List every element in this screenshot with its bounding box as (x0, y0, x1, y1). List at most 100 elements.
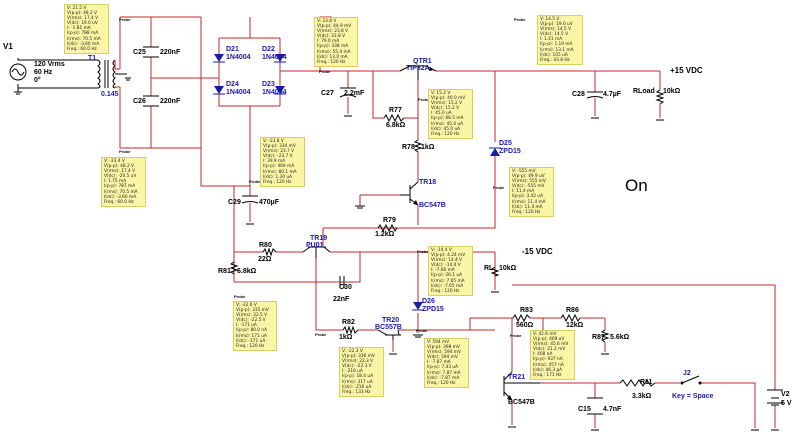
ac-source-v1 (9, 58, 98, 95)
svg-text:1.2kΩ: 1.2kΩ (375, 231, 395, 238)
probe-line: V(p-p): 48.2 V (104, 164, 134, 170)
svg-text:Probe: Probe (417, 249, 429, 254)
probe-line: Freq.: 120 Hz (431, 288, 460, 294)
probe-line: I(rms): 13.1 mA (540, 47, 574, 53)
svg-text:470µF: 470µF (259, 199, 280, 206)
bridge-diodes (213, 54, 286, 95)
svg-text:R78: R78 (402, 144, 415, 151)
rail-negative: -15 VDC (522, 247, 553, 256)
probe-line: V(dc): 14.5 V (540, 32, 569, 38)
resistor-r78 (413, 139, 423, 153)
probe-line: V: 21.5 V (67, 6, 87, 11)
svg-text:D22: D22 (262, 46, 275, 53)
svg-text:RL: RL (484, 265, 494, 272)
svg-text:D23: D23 (262, 81, 275, 88)
resistor-rload (655, 89, 665, 121)
probe-line: I(rms): 45.0 uA (431, 121, 464, 127)
capacitor-c26 (143, 95, 159, 107)
svg-text:1kΩ: 1kΩ (421, 144, 435, 151)
transformer-t1 (97, 59, 131, 89)
svg-text:C27: C27 (321, 90, 334, 97)
probe-line: I(p-p): 7.43 uA (427, 365, 459, 371)
probe-line: V(dc): 594 mV (427, 355, 458, 361)
svg-text:Probe: Probe (315, 332, 327, 337)
svg-text:22nF: 22nF (333, 296, 350, 303)
probe-line: I(p-p): 469 mA (263, 164, 295, 170)
probe-line: I(p-p): 68.5 mA (431, 116, 464, 122)
svg-text:Probe: Probe (416, 328, 428, 333)
probe-line: I: 39.9 mA (263, 159, 286, 165)
svg-text:Probe: Probe (234, 294, 246, 299)
svg-text:C30: C30 (339, 284, 352, 291)
svg-text:J2: J2 (683, 370, 691, 377)
svg-text:C29: C29 (228, 199, 241, 206)
svg-text:R87: R87 (592, 334, 605, 341)
probe-line: I(dc): -3.60 mA (104, 194, 137, 200)
probe-line: V: -22.6 V (236, 303, 257, 308)
probe-line: Freq.: 43.8 Hz (540, 57, 570, 63)
svg-text:TR20: TR20 (382, 317, 399, 324)
probe-line: I(p-p): 338 mA (317, 44, 349, 50)
svg-text:D24: D24 (226, 81, 239, 88)
probe-line: V(dc): 19.0 uV (67, 21, 98, 27)
probe-line: Freq.: 120 Hz (431, 131, 460, 137)
svg-text:QTR1: QTR1 (413, 58, 432, 65)
transistor-tr21 (503, 371, 540, 428)
probe-tags: Probe Probe Probe Probe Probe Probe Prob… (119, 17, 526, 338)
probe-line: V(dc): 21.2 mV (533, 347, 566, 353)
zener-d25 (489, 147, 501, 156)
svg-text:22Ω: 22Ω (258, 256, 272, 263)
probe-line: I(dc): 46.3 pA (533, 367, 563, 373)
svg-text:3.3kΩ: 3.3kΩ (632, 393, 652, 400)
svg-text:6.8kΩ: 6.8kΩ (237, 268, 257, 275)
capacitor-c29 (241, 195, 259, 225)
switch-j2[interactable] (680, 375, 702, 385)
probe-line: I(dc): 11.4 mA (512, 204, 543, 210)
resistor-r87 (600, 329, 610, 355)
probe-line: V(rms): 594 mV (427, 350, 461, 356)
probe-line: I(p-p): 3.42 uA (512, 194, 544, 200)
svg-text:1N4004: 1N4004 (226, 54, 251, 61)
probe-line: V: -14.4 V (431, 248, 452, 253)
probe-line: I: 11.4 mA (512, 189, 535, 195)
probe-line: V(rms): 23.7 V (263, 149, 295, 155)
svg-text:Probe: Probe (119, 149, 131, 154)
resistor-r77 (383, 113, 405, 123)
probe-line: I(rms): 70.5 mA (104, 189, 138, 195)
probe-line: I(dc): 45.0 uA (431, 126, 461, 132)
resistor-r82 (342, 325, 359, 335)
capacitor-c27 (339, 87, 357, 117)
resistor-r81 (229, 261, 239, 275)
zener-d26 (412, 302, 424, 311)
probe-line: V(rms): 15.2 V (431, 101, 463, 107)
probe-line: Freq.: 133 Hz (342, 389, 371, 395)
resistor-r11 (619, 379, 656, 387)
svg-text:D21: D21 (226, 46, 239, 53)
svg-text:R80: R80 (259, 242, 272, 249)
transistor-qtr1 (399, 65, 437, 80)
svg-text:1N4004: 1N4004 (226, 89, 251, 96)
status-on: On (625, 176, 648, 195)
probe-line: V: 42.6 mV (533, 332, 557, 337)
probe-line: I(dc): -3.60 mA (67, 41, 100, 47)
probe-line: V(p-p): 336 mV (342, 354, 375, 360)
probe-line: V: 14.5 V (540, 17, 560, 22)
resistor-r86 (560, 313, 581, 323)
probe-line: V(rms): 23.8 V (317, 29, 349, 35)
probe-line: Freq.: 120 Hz (317, 59, 346, 65)
svg-text:R11: R11 (640, 379, 653, 386)
probe-line: V(dc): -22.3 V (342, 364, 372, 370)
probe-line: V(p-p): 40.0 mV (431, 96, 466, 102)
probe-line: I(rms): 80.1 mA (263, 169, 297, 175)
probe-line: I: 45.0 uA (431, 111, 452, 117)
capacitor-c30 (320, 252, 361, 288)
probe-line: I(rms): 7.65 mA (431, 278, 465, 284)
